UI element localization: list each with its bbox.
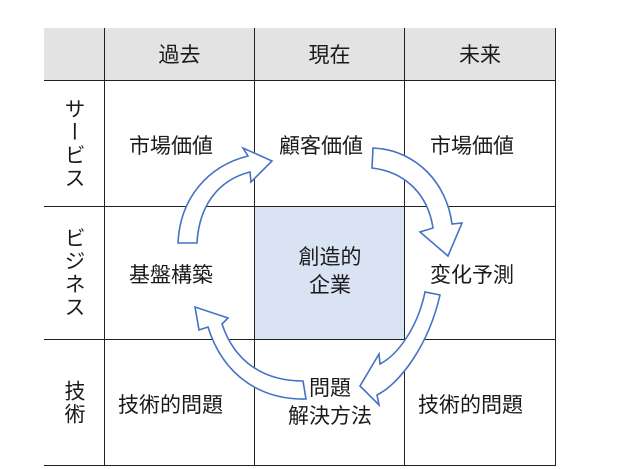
solution-label-line1: 問題 [309, 376, 351, 400]
solution-label-line2: 解決方法 [288, 404, 372, 428]
column-header-past-label: 過去 [158, 43, 201, 67]
column-header-present-label: 現在 [308, 43, 351, 67]
center-label-line1: 創造的 [298, 245, 362, 269]
cell-service-future-text: 市場価値 [430, 134, 514, 158]
cell-business-present-text: 創造的 企業 [255, 243, 405, 299]
column-header-future: 未来 [405, 28, 556, 81]
column-header-present: 現在 [255, 28, 405, 81]
corner-cell [44, 28, 105, 81]
column-header-past: 過去 [105, 28, 255, 81]
cell-tech-future [405, 340, 556, 466]
cell-tech-present-text: 問題 解決方法 [255, 374, 405, 430]
cell-business-future-text: 変化予測 [430, 263, 514, 287]
cell-business-past [105, 207, 255, 340]
cell-tech-past-text: 技術的問題 [118, 393, 223, 417]
center-label-line2: 企業 [309, 273, 351, 297]
column-header-future-label: 未来 [459, 43, 501, 67]
cell-service-present-text: 顧客価値 [279, 134, 363, 158]
cell-service-past-text: 市場価値 [129, 134, 213, 158]
cell-tech-future-text: 技術的問題 [418, 393, 523, 417]
row-header-service: サービス [44, 81, 105, 207]
row-header-business-label: ビジネス [62, 227, 86, 319]
cell-service-present [255, 81, 405, 207]
row-header-service-label: サービス [62, 97, 86, 190]
row-header-technology-label: 技術 [62, 379, 86, 426]
cell-business-past-text: 基盤構築 [129, 263, 213, 287]
cell-tech-past [105, 340, 255, 466]
cell-business-future [405, 207, 556, 340]
row-header-business: ビジネス [44, 207, 105, 340]
cell-service-future [405, 81, 556, 207]
matrix-table: 過去 現在 未来 サービス ビジネス 技術 [44, 28, 556, 466]
row-header-technology: 技術 [44, 340, 105, 466]
